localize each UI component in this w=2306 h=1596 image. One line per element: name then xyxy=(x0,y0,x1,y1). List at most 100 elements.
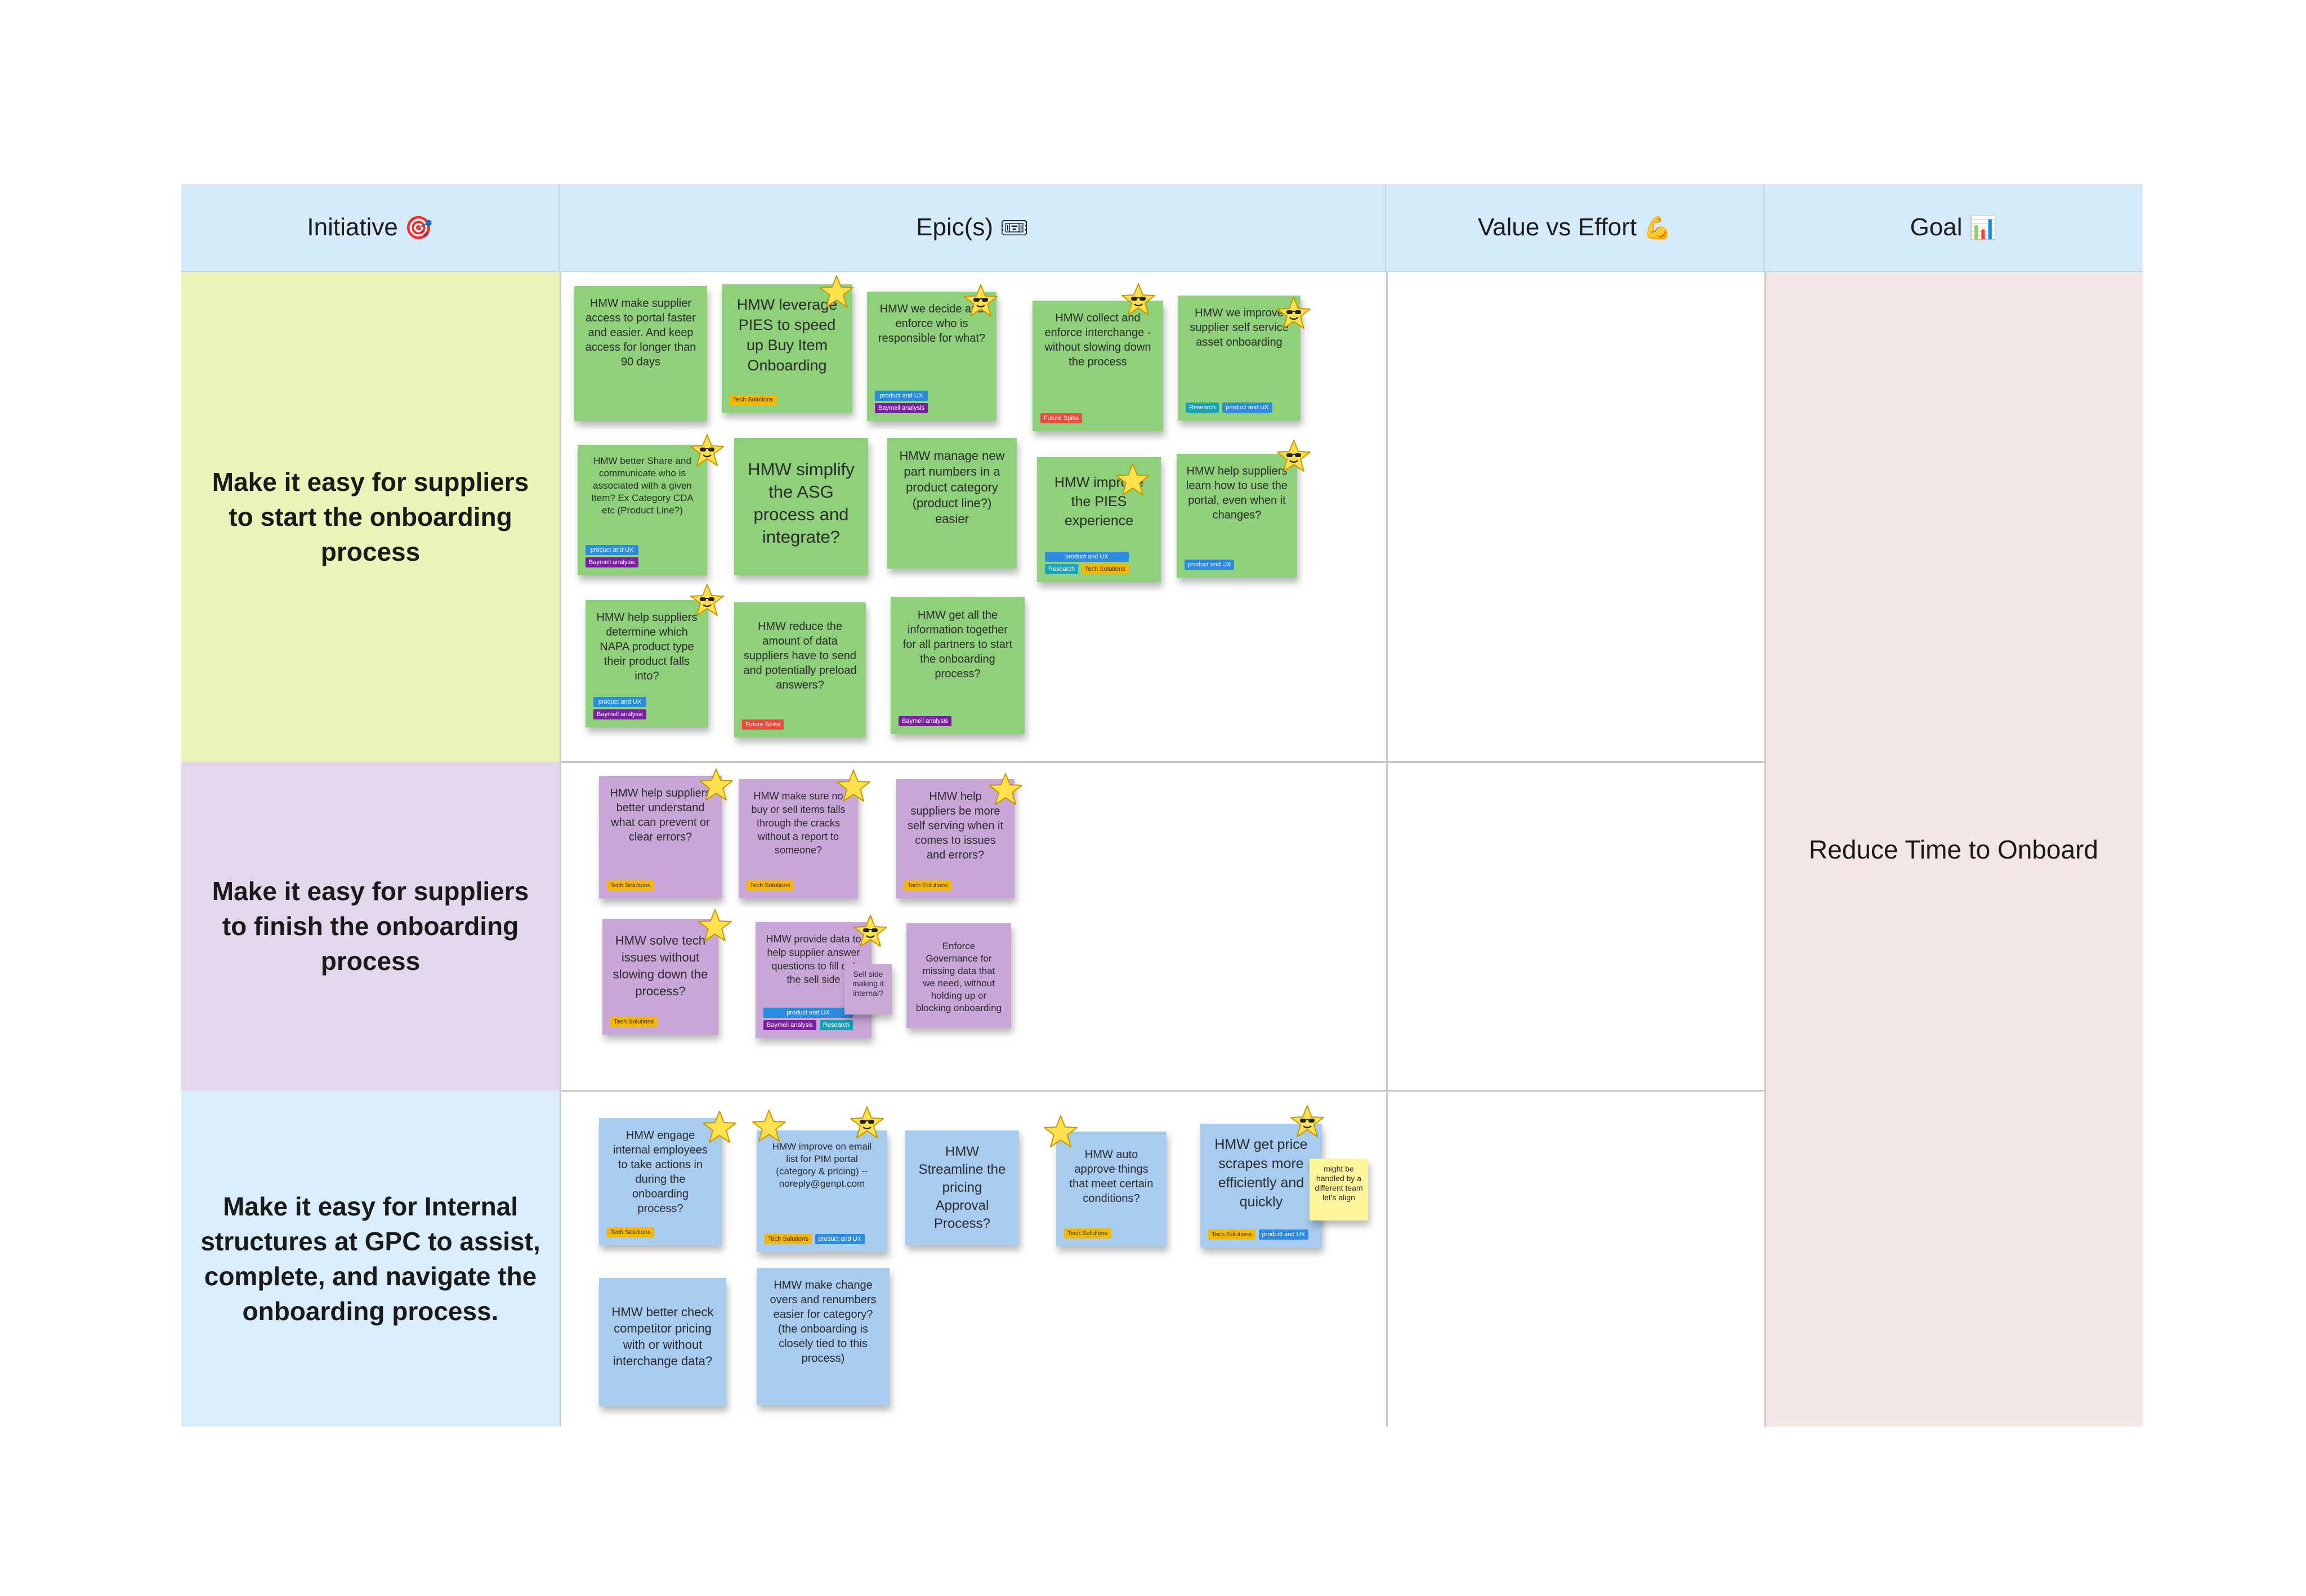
sticky-note[interactable]: HMW better check competitor pricing with… xyxy=(599,1278,726,1406)
grid-line xyxy=(1764,272,1766,1427)
target-icon: 🎯 xyxy=(404,214,433,241)
note-text: HMW simplify the ASG process and integra… xyxy=(748,459,855,547)
note-text: HMW help suppliers better understand wha… xyxy=(610,787,711,843)
note-text: HMW better check competitor pricing with… xyxy=(611,1305,714,1368)
tag-label: Tech Solutions xyxy=(747,880,794,891)
note-text: HMW help suppliers learn how to use the … xyxy=(1186,465,1288,521)
star-icon xyxy=(1043,1114,1079,1150)
flexed-arm-icon: 💪 xyxy=(1643,214,1672,241)
ticket-icon: 🎟 xyxy=(1000,214,1029,241)
sticky-note[interactable]: HMW engage internal employees to take ac… xyxy=(599,1118,722,1245)
tag-label: Future Spike xyxy=(1040,413,1083,423)
sticky-note[interactable]: HMW get all the information together for… xyxy=(891,597,1025,734)
grid-line xyxy=(560,761,1764,763)
initiative-label: Make it easy for suppliers to start the … xyxy=(212,467,529,566)
note-text: Sell side making it internal? xyxy=(852,969,884,998)
star-face-icon xyxy=(963,283,999,319)
note-text: HMW collect and enforce interchange - wi… xyxy=(1044,312,1151,368)
note-text: HMW reduce the amount of data suppliers … xyxy=(743,620,857,691)
note-text: might be handled by a different team let… xyxy=(1315,1164,1363,1202)
initiative-internal-structures: Make it easy for Internal structures at … xyxy=(181,1090,560,1427)
star-face-icon xyxy=(852,913,888,949)
sticky-note[interactable]: HMW improve on email list for PIM portal… xyxy=(757,1130,887,1252)
tag-label: product and UX xyxy=(1045,552,1129,562)
note-text: HMW make change overs and renumbers easi… xyxy=(770,1279,877,1365)
sticky-note[interactable]: HMW improve the PIES experience product … xyxy=(1037,457,1161,582)
tag-label: Future Spike xyxy=(742,719,784,730)
star-icon xyxy=(701,1109,738,1145)
sticky-note[interactable]: HMW auto approve things that meet certai… xyxy=(1056,1132,1167,1246)
star-face-icon xyxy=(1276,438,1312,474)
tag-label: Tech Solutions xyxy=(1208,1230,1255,1240)
sticky-note[interactable]: Enforce Governance for missing data that… xyxy=(906,923,1011,1028)
star-face-icon xyxy=(1276,295,1312,331)
sticky-note[interactable]: HMW help suppliers better understand wha… xyxy=(599,776,722,898)
sticky-note[interactable]: HMW make supplier access to portal faste… xyxy=(574,286,707,421)
tag-label: product and UX xyxy=(763,1008,853,1018)
sticky-note[interactable]: HMW collect and enforce interchange - wi… xyxy=(1033,301,1163,431)
tag-label: Baymell analysis xyxy=(763,1020,816,1030)
sticky-note[interactable]: HMW Streamline the pricing Approval Proc… xyxy=(905,1130,1019,1245)
sticky-note[interactable]: HMW make sure no buy or sell items falls… xyxy=(739,779,858,898)
tag-label: Baymell analysis xyxy=(875,403,928,413)
note-text: HMW manage new part numbers in a product… xyxy=(899,449,1005,526)
tag-label: product and UX xyxy=(1258,1230,1308,1240)
tag-label: Tech Solutions xyxy=(610,1017,658,1027)
bar-chart-icon: 📊 xyxy=(1969,214,1997,241)
sticky-note[interactable]: HMW we improve supplier self service ass… xyxy=(1178,296,1301,421)
header-epics-label: Epic(s) xyxy=(916,213,994,241)
tag-label: Tech Solutions xyxy=(1064,1228,1111,1239)
tag-label: Tech Solutions xyxy=(904,880,951,891)
tag-label: Tech Solutions xyxy=(607,880,654,891)
sticky-note[interactable]: HMW get price scrapes more efficiently a… xyxy=(1200,1124,1322,1248)
header-value-effort: Value vs Effort 💪 xyxy=(1386,184,1764,272)
star-icon xyxy=(698,767,734,803)
star-face-icon xyxy=(689,582,725,618)
note-text: HMW better Share and communicate who is … xyxy=(591,455,694,516)
sticky-note[interactable]: Sell side making it internal? xyxy=(844,964,892,1014)
sticky-note[interactable]: HMW solve tech issues without slowing do… xyxy=(602,919,718,1035)
tag-label: Research xyxy=(1186,403,1219,413)
sticky-note[interactable]: HMW help suppliers be more self serving … xyxy=(896,779,1015,898)
header-goal-label: Goal xyxy=(1910,213,1963,241)
star-icon xyxy=(819,274,855,310)
grid-line xyxy=(560,272,561,1427)
sticky-note[interactable]: HMW manage new part numbers in a product… xyxy=(887,438,1017,569)
note-text: HMW help suppliers determine which NAPA … xyxy=(596,611,698,682)
sticky-note[interactable]: HMW reduce the amount of data suppliers … xyxy=(734,602,866,737)
tag-label: Research xyxy=(1045,564,1079,574)
star-face-icon xyxy=(849,1105,885,1141)
initiative-finish-onboarding: Make it easy for suppliers to finish the… xyxy=(181,762,560,1090)
note-text: HMW get price scrapes more efficiently a… xyxy=(1214,1137,1308,1210)
board-title-cropped xyxy=(0,0,1689,5)
goal-cell: Reduce Time to Onboard xyxy=(1764,272,2143,1427)
note-text: Enforce Governance for missing data that… xyxy=(915,941,1002,1013)
note-text: HMW solve tech issues without slowing do… xyxy=(613,933,708,998)
initiative-start-onboarding: Make it easy for suppliers to start the … xyxy=(181,272,560,762)
note-text: HMW engage internal employees to take ac… xyxy=(613,1129,708,1215)
header-goal: Goal 📊 xyxy=(1764,184,2143,272)
sticky-note[interactable]: might be handled by a different team let… xyxy=(1310,1159,1368,1221)
sticky-note[interactable]: HMW leverage PIES to speed up Buy Item O… xyxy=(722,284,852,413)
tag-label: product and UX xyxy=(875,391,928,401)
tag-label: Tech Solutions xyxy=(1082,564,1129,574)
note-text: HMW Streamline the pricing Approval Proc… xyxy=(918,1144,1006,1231)
sticky-note[interactable]: HMW better Share and communicate who is … xyxy=(578,445,707,575)
sticky-note[interactable]: HMW simplify the ASG process and integra… xyxy=(734,438,868,575)
header-epics: Epic(s) 🎟 xyxy=(560,184,1386,272)
note-text: HMW improve on email list for PIM portal… xyxy=(772,1141,872,1189)
grid-line xyxy=(560,1090,1764,1092)
tag-label: product and UX xyxy=(815,1234,865,1244)
note-text: HMW make sure no buy or sell items falls… xyxy=(751,790,846,856)
sticky-note[interactable]: HMW help suppliers learn how to use the … xyxy=(1177,454,1297,578)
tag-label: product and UX xyxy=(1222,403,1272,413)
star-face-icon xyxy=(689,432,725,468)
tag-label: product and UX xyxy=(1185,560,1235,570)
sticky-note[interactable]: HMW help suppliers determine which NAPA … xyxy=(586,600,708,727)
header-value-effort-label: Value vs Effort xyxy=(1478,213,1637,241)
tag-label: Baymell analysis xyxy=(586,557,638,567)
sticky-note[interactable]: HMW make change overs and renumbers easi… xyxy=(757,1268,890,1405)
tag-label: Tech Solutions xyxy=(730,395,777,405)
tag-label: Baymell analysis xyxy=(593,709,646,719)
initiative-label: Make it easy for suppliers to finish the… xyxy=(212,877,529,976)
